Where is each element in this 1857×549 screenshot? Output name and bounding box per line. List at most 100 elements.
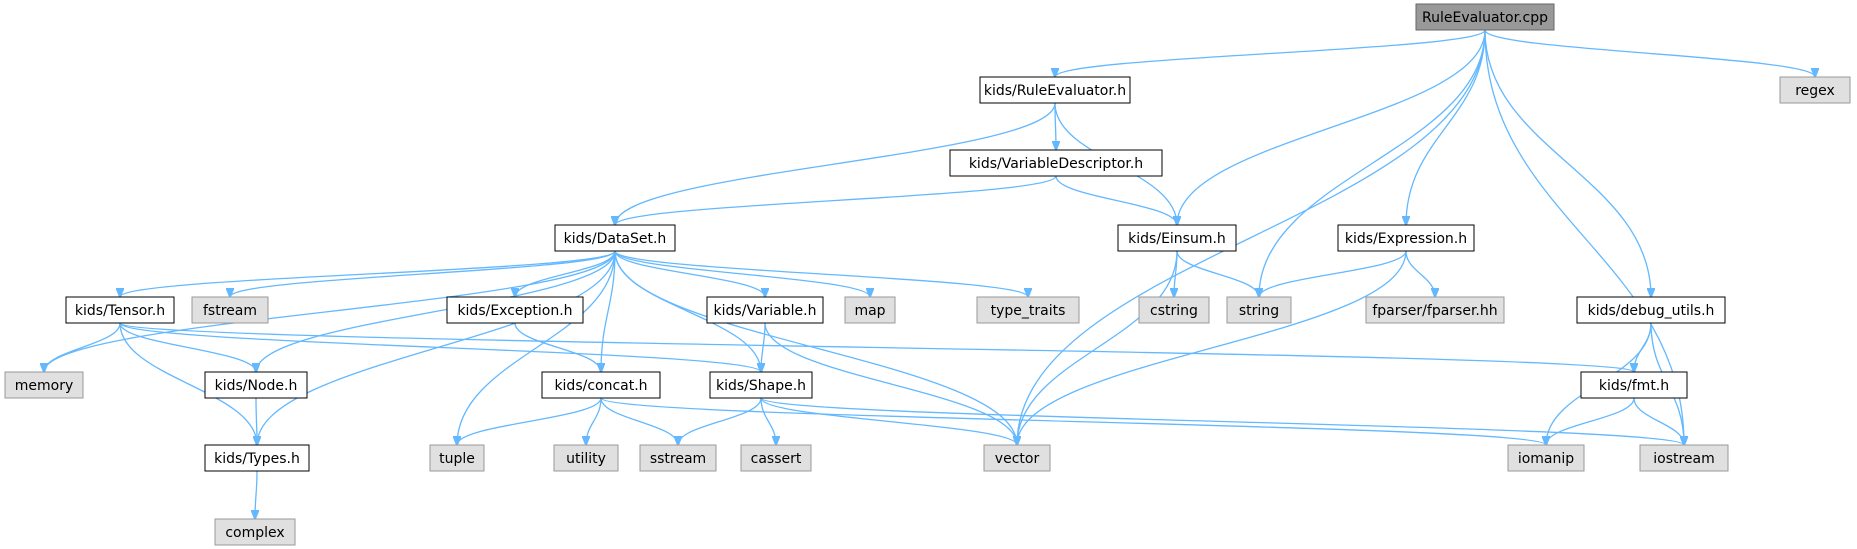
node-vector-box <box>983 444 1051 472</box>
edge-concat-to-utility <box>586 397 602 445</box>
edge-shape-to-cassert <box>760 397 776 445</box>
node-sstream: sstream <box>639 444 717 472</box>
edge-fmt-to-iostream <box>1633 397 1684 445</box>
edge-root-to-debug <box>1484 29 1651 297</box>
node-expression-box <box>1337 224 1475 252</box>
node-types-label: kids/Types.h <box>214 451 300 467</box>
edge-exception-to-concat <box>514 322 601 372</box>
node-tuple-label: tuple <box>439 451 475 467</box>
nodes: RuleEvaluator.cpp kids/RuleEvaluator.h reg… <box>4 3 1851 546</box>
edge-dataset-to-vector <box>614 250 1017 445</box>
node-einsum-box <box>1117 224 1237 252</box>
edge-expression-to-fparser <box>1405 250 1435 297</box>
edge-dataset-to-map <box>614 250 870 297</box>
node-iomanip-box <box>1507 444 1585 472</box>
edge-expression-to-string <box>1259 250 1407 297</box>
node-memory-label: memory <box>15 378 74 394</box>
node-dataset-box <box>554 224 676 252</box>
edge-dataset-to-types <box>257 250 616 445</box>
node-concat-box <box>541 371 661 399</box>
node-expression[interactable]: kids/Expression.h <box>1337 224 1475 252</box>
node-map: map <box>844 296 896 324</box>
edge-tensor-to-shape <box>119 322 761 372</box>
node-utility: utility <box>553 444 619 472</box>
node-type_traits: type_traits <box>976 296 1080 324</box>
node-shape-box <box>709 371 813 399</box>
node-debug[interactable]: kids/debug_utils.h <box>1576 296 1726 324</box>
node-exception-box <box>446 296 584 324</box>
node-fstream: fstream <box>191 296 269 324</box>
edge-dataset-to-memory <box>44 250 616 372</box>
node-iomanip-label: iomanip <box>1518 451 1574 467</box>
node-types[interactable]: kids/Types.h <box>204 444 310 472</box>
node-fmt-label: kids/fmt.h <box>1599 378 1669 394</box>
node-tensor-label: kids/Tensor.h <box>75 303 165 319</box>
edge-dataset-to-tensor <box>120 250 616 297</box>
node-root-box <box>1415 3 1555 31</box>
edge-node-to-types <box>256 397 257 445</box>
node-regex-label: regex <box>1795 83 1835 99</box>
edge-root-to-einsum <box>1177 29 1486 225</box>
edge-root-to-rule_h <box>1055 29 1486 77</box>
node-einsum-label: kids/Einsum.h <box>1128 231 1226 247</box>
node-vardesc[interactable]: kids/VariableDescriptor.h <box>949 149 1163 177</box>
node-node[interactable]: kids/Node.h <box>204 371 308 399</box>
edge-vardesc-to-einsum <box>1055 175 1177 225</box>
node-root-label: RuleEvaluator.cpp <box>1422 10 1548 26</box>
node-regex: regex <box>1779 76 1851 104</box>
node-types-box <box>204 444 310 472</box>
edge-dataset-to-tuple <box>457 250 616 445</box>
edge-tensor-to-types <box>119 322 257 445</box>
node-fstream-label: fstream <box>203 303 257 319</box>
edge-vardesc-to-dataset <box>615 175 1057 225</box>
edge-root-to-expression <box>1406 29 1486 225</box>
node-vector: vector <box>983 444 1051 472</box>
edge-expression-to-vector <box>1017 250 1407 445</box>
edge-root-to-regex <box>1484 29 1815 77</box>
node-fparser-box <box>1365 296 1505 324</box>
edge-root-to-string <box>1259 29 1486 297</box>
node-concat[interactable]: kids/concat.h <box>541 371 661 399</box>
node-fparser-label: fparser/fparser.hh <box>1372 303 1497 319</box>
edge-variable-to-shape <box>761 322 766 372</box>
node-sstream-box <box>639 444 717 472</box>
node-tensor-box <box>65 296 175 324</box>
node-node-box <box>204 371 308 399</box>
edge-root-to-vector <box>1017 29 1486 445</box>
node-exception[interactable]: kids/Exception.h <box>446 296 584 324</box>
node-iostream-label: iostream <box>1653 451 1715 467</box>
node-iostream-box <box>1639 444 1729 472</box>
node-rule_h[interactable]: kids/RuleEvaluator.h <box>979 76 1131 104</box>
node-expression-label: kids/Expression.h <box>1345 231 1467 247</box>
edge-dataset-to-exception <box>515 250 616 297</box>
node-fparser: fparser/fparser.hh <box>1365 296 1505 324</box>
node-regex-box <box>1779 76 1851 104</box>
node-fmt[interactable]: kids/fmt.h <box>1580 371 1688 399</box>
node-shape-label: kids/Shape.h <box>716 378 806 394</box>
edge-tensor-to-node <box>119 322 256 372</box>
node-string-label: string <box>1239 303 1279 319</box>
node-complex-label: complex <box>225 525 284 541</box>
edge-dataset-to-type_traits <box>614 250 1028 297</box>
node-sstream-label: sstream <box>650 451 706 467</box>
node-fstream-box <box>191 296 269 324</box>
node-dataset[interactable]: kids/DataSet.h <box>554 224 676 252</box>
node-map-label: map <box>854 303 885 319</box>
node-root[interactable]: RuleEvaluator.cpp <box>1415 3 1555 31</box>
node-complex-box <box>214 518 296 546</box>
node-string-box <box>1226 296 1292 324</box>
node-tuple: tuple <box>429 444 485 472</box>
node-utility-label: utility <box>566 451 606 467</box>
node-cassert-label: cassert <box>751 451 802 467</box>
node-tuple-box <box>429 444 485 472</box>
node-shape[interactable]: kids/Shape.h <box>709 371 813 399</box>
node-node-label: kids/Node.h <box>215 378 298 394</box>
node-variable[interactable]: kids/Variable.h <box>706 296 824 324</box>
node-einsum[interactable]: kids/Einsum.h <box>1117 224 1237 252</box>
edge-tensor-to-fmt <box>119 322 1634 372</box>
edge-dataset-to-fstream <box>230 250 616 297</box>
edge-shape-to-iostream <box>760 397 1684 445</box>
node-cstring-box <box>1138 296 1210 324</box>
node-tensor[interactable]: kids/Tensor.h <box>65 296 175 324</box>
